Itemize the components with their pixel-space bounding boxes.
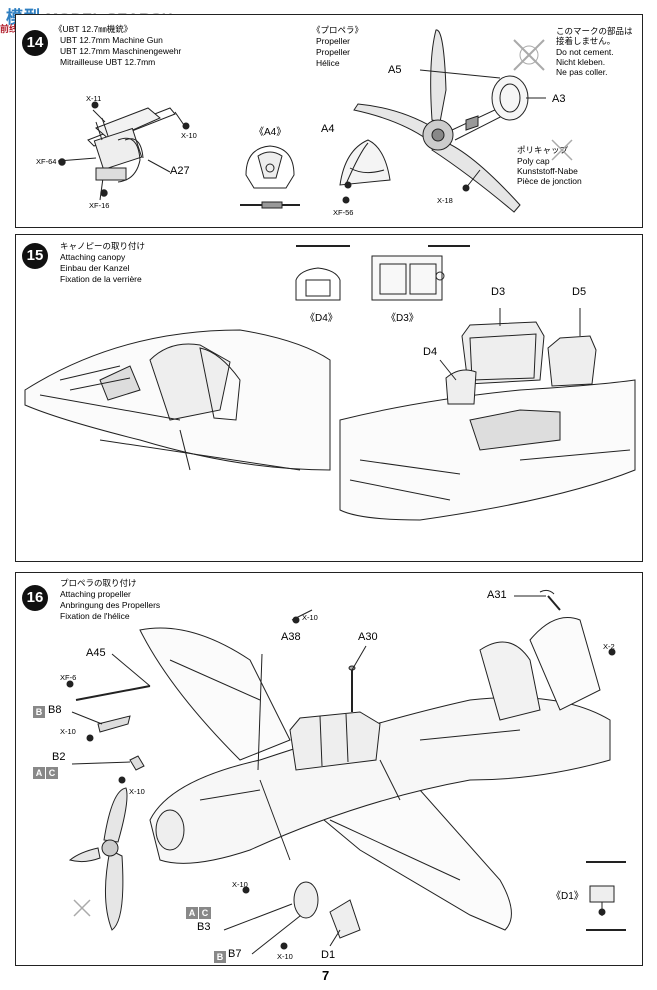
fuselage-right-drawing — [339, 308, 636, 521]
canopy-title-jp: キャノピーの取り付け — [60, 241, 146, 251]
fuselage-left-drawing — [24, 329, 331, 471]
no-cement-mark-16 — [73, 899, 91, 917]
canopy-title-fr: Fixation de la verrière — [60, 274, 142, 284]
part-d1-ref: 《D1》 — [551, 891, 584, 902]
prop-attach-title-fr: Fixation de l'hélice — [60, 611, 130, 621]
part-a4: A4 — [321, 123, 335, 135]
prop-attach-title-jp: プロペラの取り付け — [60, 578, 137, 588]
part-d4: D4 — [423, 346, 438, 358]
part-a38: A38 — [281, 631, 301, 643]
prop-title-en: Propeller — [316, 36, 351, 46]
part-a31: A31 — [487, 589, 507, 601]
part-x10-c: X-10 — [129, 787, 145, 796]
polycap-en: Poly cap — [517, 156, 550, 166]
a4-reference-drawing — [240, 145, 300, 209]
part-xf56: XF-56 — [333, 208, 354, 217]
canopy-title-en: Attaching canopy — [60, 252, 126, 262]
tag-c-2: C — [199, 907, 211, 919]
gun-title-de: UBT 12.7mm Maschinengewehr — [60, 46, 182, 56]
d1-reference-drawing — [586, 861, 626, 931]
prop-title-fr: Hélice — [316, 58, 340, 68]
gun-title-fr: Mitrailleuse UBT 12.7mm — [60, 57, 156, 67]
no-cement-note-en: Do not cement. — [556, 47, 614, 57]
a4-spinner-drawing — [339, 139, 391, 204]
step-16-number: 16 — [22, 585, 48, 611]
polycap-fr: Pièce de jonction — [517, 176, 582, 186]
part-d1: D1 — [321, 949, 336, 961]
part-d5: D5 — [572, 286, 587, 298]
prop-attach-title-de: Anbringung des Propellers — [60, 600, 161, 610]
part-xf6: XF-6 — [60, 673, 77, 682]
part-a3: A3 — [552, 93, 566, 105]
part-a45: A45 — [86, 647, 106, 659]
no-cement-note-jp2: 接着しません。 — [556, 36, 616, 46]
aircraft-drawing — [68, 589, 611, 955]
tag-a-1: A — [33, 767, 45, 779]
d3-reference-drawing — [371, 245, 470, 301]
part-x10: X-10 — [181, 131, 197, 140]
part-x10-d: X-10 — [232, 880, 248, 889]
no-cement-note-de: Nicht kleben. — [556, 57, 606, 67]
part-x10-b: X-10 — [60, 727, 76, 736]
no-cement-note-fr: Ne pas coller. — [556, 67, 608, 77]
part-x11: X-11 — [86, 94, 102, 103]
part-b7: B7 — [228, 948, 242, 960]
part-x10-a: X-10 — [302, 613, 318, 622]
part-a4-ref: 《A4》 — [254, 127, 287, 138]
step-14-number: 14 — [22, 30, 48, 56]
no-cement-mark — [513, 39, 573, 161]
part-xf64: XF-64 — [36, 157, 57, 166]
d4-reference-drawing — [295, 245, 350, 301]
part-x2: X-2 — [603, 642, 615, 651]
tag-c-1: C — [46, 767, 58, 779]
part-d4-ref: 《D4》 — [305, 313, 338, 324]
part-b8: B8 — [48, 704, 62, 716]
part-xf16: XF-16 — [89, 201, 110, 210]
tag-b-1: B — [33, 706, 45, 718]
gun-title-en: UBT 12.7mm Machine Gun — [60, 35, 163, 45]
part-b2: B2 — [52, 751, 66, 763]
polycap-jp: ポリキャップ — [517, 145, 569, 155]
gun-title-jp: 《UBT 12.7㎜機銃》 — [54, 24, 133, 34]
machine-gun-drawing — [57, 107, 187, 201]
part-d3: D3 — [491, 286, 506, 298]
part-a27: A27 — [170, 165, 190, 177]
prop-title-de: Propeller — [316, 47, 351, 57]
part-x18: X-18 — [437, 196, 453, 205]
part-d3-ref: 《D3》 — [386, 313, 419, 324]
page-number: 7 — [322, 968, 330, 983]
tag-b-2: B — [214, 951, 226, 963]
part-x10-e: X-10 — [277, 952, 293, 961]
part-a5: A5 — [388, 64, 402, 76]
polycap-de: Kunststoff-Nabe — [517, 166, 578, 176]
part-a30: A30 — [358, 631, 378, 643]
part-b3: B3 — [197, 921, 211, 933]
canopy-title-de: Einbau der Kanzel — [60, 263, 130, 273]
propeller-drawing — [353, 29, 546, 213]
tag-a-2: A — [186, 907, 198, 919]
no-cement-note-jp1: このマークの部品は — [556, 26, 633, 36]
prop-title-jp: 《プロペラ》 — [312, 25, 364, 35]
step-15-number: 15 — [22, 243, 48, 269]
prop-attach-title-en: Attaching propeller — [60, 589, 131, 599]
